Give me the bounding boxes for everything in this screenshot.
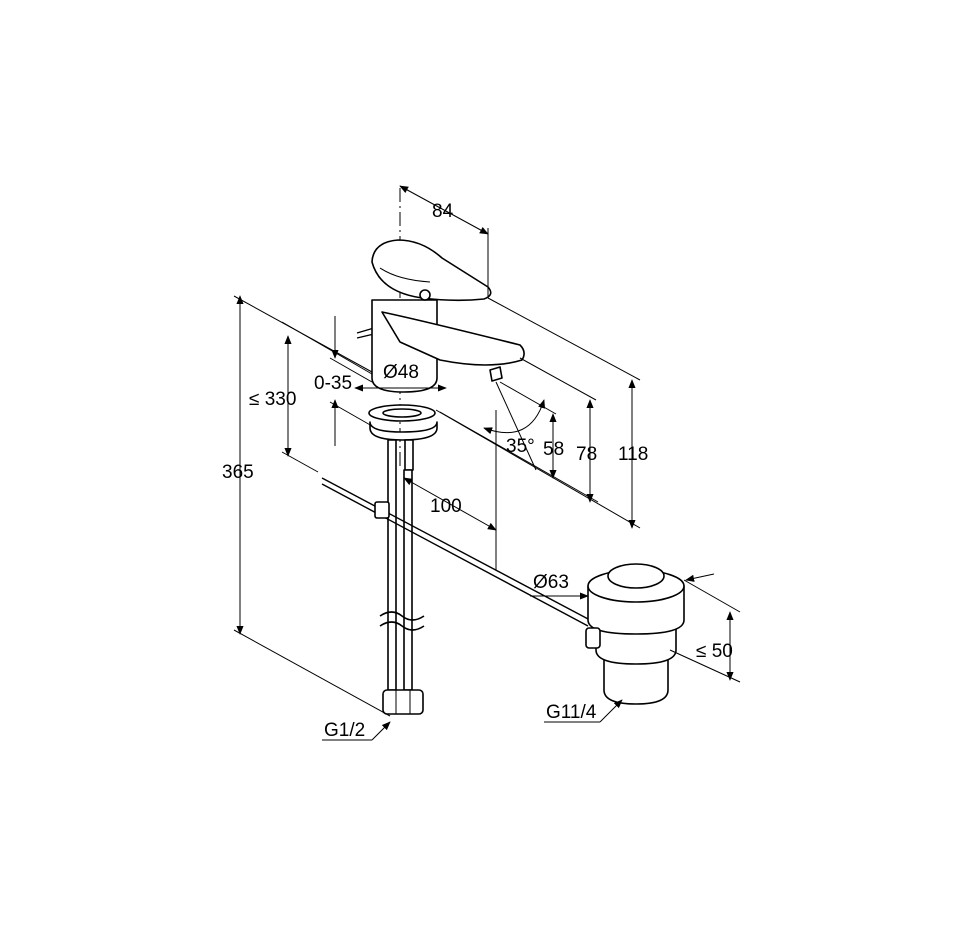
label-d63: Ø63 bbox=[533, 572, 569, 593]
supply-hose-left bbox=[387, 439, 397, 691]
pop-up-waste bbox=[585, 563, 685, 705]
spout-aerator bbox=[489, 366, 503, 382]
label-0-35: 0-35 bbox=[314, 373, 352, 394]
dimension-labels: 84 0-35 Ø48 ≤ 330 365 35° 58 78 118 100 … bbox=[222, 201, 733, 741]
label-35-deg: 35° bbox=[506, 436, 535, 457]
label-84: 84 bbox=[432, 201, 454, 222]
threaded-shank bbox=[404, 439, 414, 471]
lever-screw bbox=[419, 289, 431, 301]
hose-nut bbox=[382, 689, 424, 715]
faucet-lever bbox=[371, 239, 492, 302]
supply-hose-right bbox=[403, 469, 413, 691]
popup-rod bbox=[356, 327, 375, 334]
waste-plug bbox=[607, 563, 665, 589]
label-118: 118 bbox=[618, 444, 648, 465]
label-g1-2: G1/2 bbox=[324, 720, 365, 741]
label-58: 58 bbox=[543, 439, 564, 460]
label-g1-1-4: G11/4 bbox=[546, 702, 597, 723]
faucet-assembly bbox=[321, 188, 685, 715]
hose-break-symbol bbox=[379, 611, 425, 621]
label-max-330: ≤ 330 bbox=[249, 389, 296, 410]
mounting-bracket bbox=[369, 421, 438, 441]
label-100: 100 bbox=[430, 496, 462, 517]
faucet-spout bbox=[381, 311, 525, 366]
label-78: 78 bbox=[576, 444, 597, 465]
label-max-50: ≤ 50 bbox=[696, 641, 733, 662]
dimension-lines bbox=[233, 185, 741, 741]
linkage-clip bbox=[374, 501, 390, 519]
label-365: 365 bbox=[222, 462, 254, 483]
label-d48: Ø48 bbox=[383, 362, 419, 383]
